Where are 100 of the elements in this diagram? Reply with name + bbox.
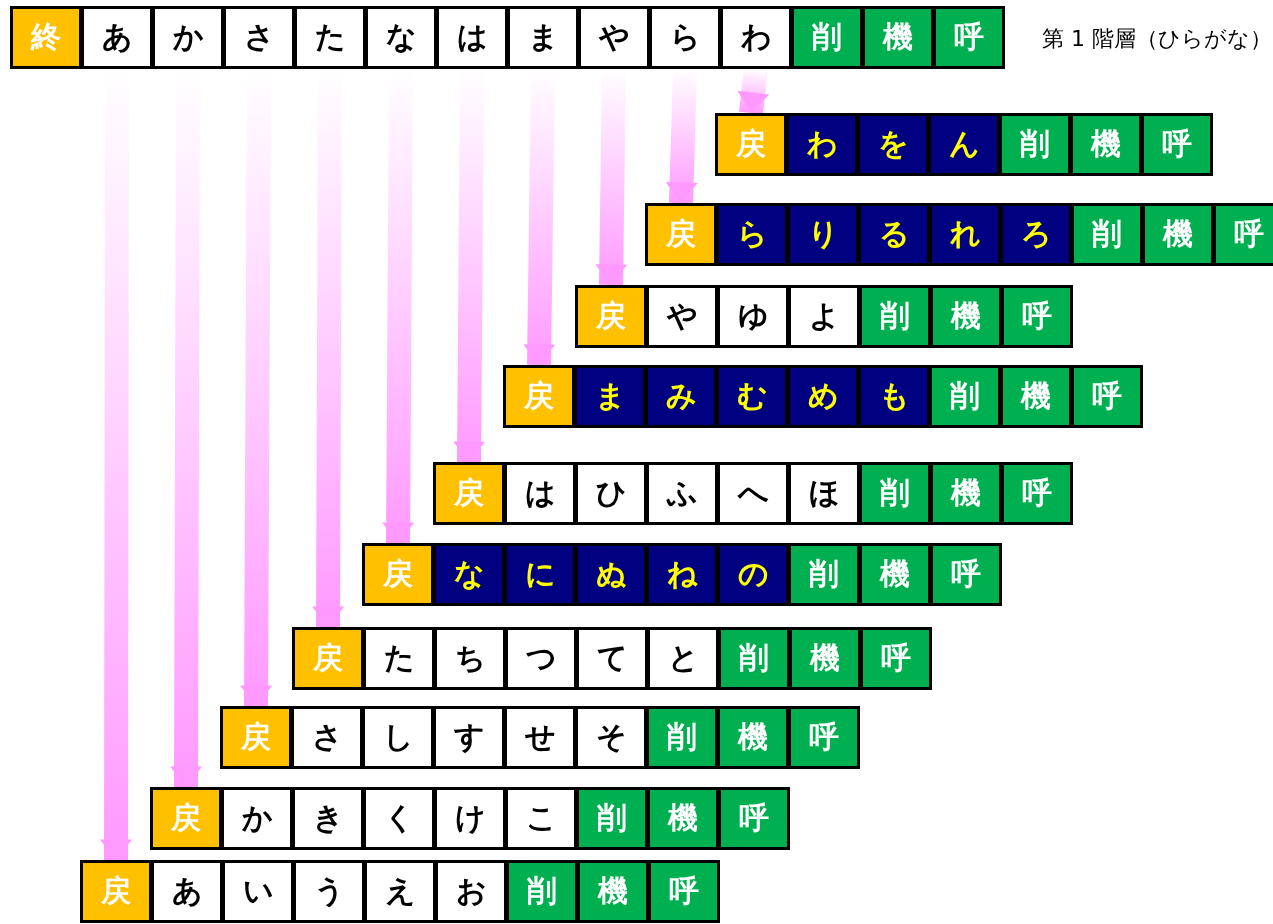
menu-key: 機 (930, 285, 1002, 348)
menu-key: せ (504, 706, 576, 769)
menu-key: は (436, 6, 508, 69)
menu-key: 削 (646, 706, 718, 769)
menu-key: 戻 (503, 365, 575, 428)
menu-key: 機 (862, 6, 934, 69)
menu-key: 機 (789, 627, 861, 690)
menu-key: 機 (717, 706, 789, 769)
menu-key: ひ (575, 462, 647, 525)
menu-key: 呼 (1001, 462, 1073, 525)
menu-key: や (578, 6, 650, 69)
menu-key: 機 (647, 787, 719, 850)
menu-key: 戻 (220, 706, 292, 769)
menu-key: 削 (506, 860, 578, 923)
menu-key: 呼 (930, 543, 1002, 606)
menu-key: 呼 (1141, 113, 1213, 176)
menu-key: 削 (859, 462, 931, 525)
menu-key: み (645, 365, 717, 428)
menu-key: 戻 (645, 203, 717, 266)
menu-key: 機 (1142, 203, 1214, 266)
menu-key: 削 (718, 627, 790, 690)
menu-key: 戻 (80, 860, 152, 923)
menu-key: よ (788, 285, 860, 348)
menu-key: え (364, 860, 436, 923)
menu-key: か (221, 787, 293, 850)
menu-key: ら (649, 6, 721, 69)
arrow (737, 67, 770, 115)
menu-key: 呼 (1071, 365, 1143, 428)
menu-key: す (433, 706, 505, 769)
menu-key: 機 (1000, 365, 1072, 428)
menu-key: め (787, 365, 859, 428)
menu-key: な (433, 543, 505, 606)
menu-key: と (647, 627, 719, 690)
menu-key: い (222, 860, 294, 923)
menu-key: 戻 (715, 113, 787, 176)
menu-key: 戻 (362, 543, 434, 606)
menu-key: き (292, 787, 364, 850)
menu-key: わ (786, 113, 858, 176)
menu-key: 機 (1070, 113, 1142, 176)
menu-key: く (363, 787, 435, 850)
menu-key: も (858, 365, 930, 428)
menu-key: 機 (930, 462, 1002, 525)
menu-key: 呼 (648, 860, 720, 923)
menu-key: あ (81, 6, 153, 69)
menu-key: 戻 (433, 462, 505, 525)
menu-key: な (365, 6, 437, 69)
menu-key: 削 (1071, 203, 1143, 266)
menu-key: 削 (929, 365, 1001, 428)
menu-key: ろ (1000, 203, 1072, 266)
menu-key: 呼 (860, 627, 932, 690)
menu-key: ゆ (717, 285, 789, 348)
menu-key: か (152, 6, 224, 69)
menu-key: そ (575, 706, 647, 769)
menu-key: へ (717, 462, 789, 525)
menu-key: に (504, 543, 576, 606)
menu-key: の (717, 543, 789, 606)
menu-key: 呼 (1001, 285, 1073, 348)
layer-caption: 第 1 階層（ひらがな） (1042, 25, 1272, 53)
menu-key: り (787, 203, 859, 266)
menu-key: う (293, 860, 365, 923)
menu-key: ら (716, 203, 788, 266)
menu-key: こ (505, 787, 577, 850)
menu-key: ん (928, 113, 1000, 176)
menu-key: 削 (576, 787, 648, 850)
menu-key: や (646, 285, 718, 348)
menu-key: て (576, 627, 648, 690)
menu-key: ま (574, 365, 646, 428)
menu-key: し (362, 706, 434, 769)
menu-key: ね (646, 543, 718, 606)
menu-key: 機 (577, 860, 649, 923)
menu-key: 削 (788, 543, 860, 606)
menu-key: ふ (646, 462, 718, 525)
menu-key: れ (929, 203, 1001, 266)
menu-key: さ (223, 6, 295, 69)
menu-key: 削 (791, 6, 863, 69)
menu-key: た (294, 6, 366, 69)
menu-key: お (435, 860, 507, 923)
menu-key: は (504, 462, 576, 525)
menu-key: さ (291, 706, 363, 769)
menu-key: け (434, 787, 506, 850)
menu-key: ぬ (575, 543, 647, 606)
menu-key: 戻 (575, 285, 647, 348)
menu-key: た (363, 627, 435, 690)
menu-key: 呼 (1213, 203, 1273, 266)
menu-key: 戻 (292, 627, 364, 690)
menu-key: 削 (859, 285, 931, 348)
menu-key: を (857, 113, 929, 176)
menu-key: ほ (788, 462, 860, 525)
menu-key: 機 (859, 543, 931, 606)
menu-key: わ (720, 6, 792, 69)
menu-key: む (716, 365, 788, 428)
menu-key: 終 (10, 6, 82, 69)
menu-key: ち (434, 627, 506, 690)
menu-key: ま (507, 6, 579, 69)
menu-key: 呼 (788, 706, 860, 769)
menu-key: 削 (999, 113, 1071, 176)
menu-key: つ (505, 627, 577, 690)
menu-key: 呼 (718, 787, 790, 850)
menu-key: あ (151, 860, 223, 923)
menu-key: 呼 (933, 6, 1005, 69)
